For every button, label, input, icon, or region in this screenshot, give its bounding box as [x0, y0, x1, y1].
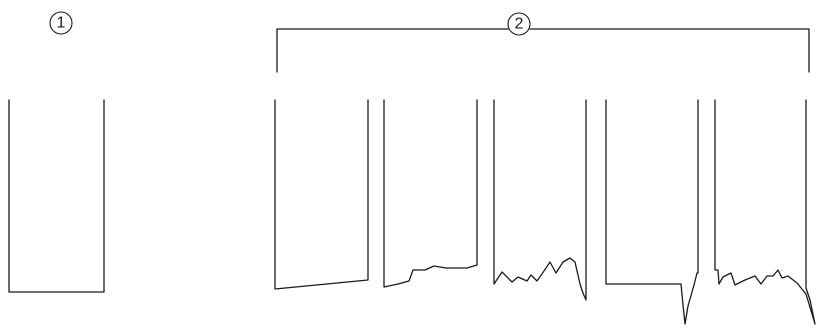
cut-profile-slightly-rough	[383, 99, 478, 288]
reference-cut-profile	[8, 99, 105, 293]
callout-2-circle	[507, 12, 531, 36]
callout-2-label: 2	[515, 16, 524, 33]
callout-1: 1	[49, 11, 73, 35]
cut-profile-burr-left	[605, 99, 699, 325]
callout-1-label: 1	[57, 15, 66, 32]
cut-profile-burr-right	[714, 99, 816, 325]
cut-profile-slanted	[274, 99, 369, 290]
callout-1-circle	[49, 11, 73, 35]
bracket-line	[276, 28, 810, 73]
group-bracket: 2	[276, 12, 810, 73]
cut-profile-rough	[493, 99, 587, 301]
